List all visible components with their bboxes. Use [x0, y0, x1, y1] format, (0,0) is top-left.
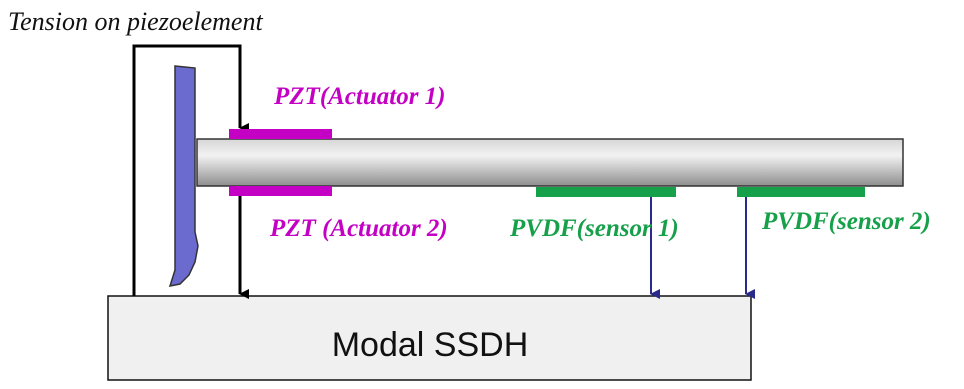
modal-ssdh-box — [107, 295, 752, 381]
tension-wire — [132, 44, 249, 296]
actuator-1-label: PZT(Actuator 1) — [273, 83, 446, 110]
modal-ssdh-label: Modal SSDH — [332, 326, 529, 364]
diagram-caption: Tension on piezoelement — [8, 7, 263, 36]
actuator-2-label: PZT (Actuator 2) — [269, 215, 448, 242]
actuator-1 — [229, 129, 332, 139]
sensor-1 — [536, 187, 676, 197]
actuator-2 — [229, 186, 332, 196]
sensor-2 — [737, 187, 865, 197]
clamp — [168, 65, 199, 287]
sensor-1-label: PVDF(sensor 1) — [509, 215, 679, 242]
sensor-2-label: PVDF(sensor 2) — [761, 208, 931, 235]
cantilever-beam — [196, 138, 904, 187]
